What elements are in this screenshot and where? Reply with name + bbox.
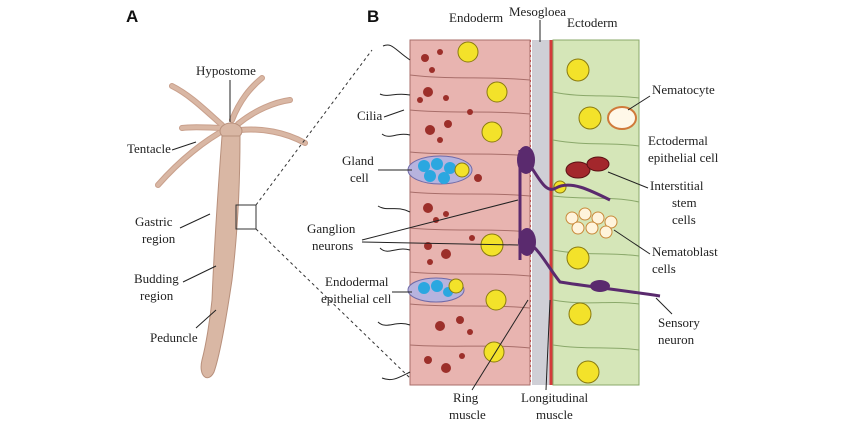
endoderm-cell-borders [409, 74, 531, 349]
label-peduncle: Peduncle [150, 330, 198, 345]
label-endo-epi-2: epithelial cell [321, 291, 392, 306]
label-interstitial-1: Interstitial [650, 178, 704, 193]
label-budding-1: Budding [134, 271, 179, 286]
label-nematoblast-1: Nematoblast [652, 244, 718, 259]
label-ecto-epi-2: epithelial cell [648, 150, 719, 165]
label-interstitial-2: stem [672, 195, 697, 210]
label-longitudinal-2: muscle [536, 407, 573, 422]
panel-b-letter: B [367, 7, 379, 26]
hydra-body-column [200, 135, 241, 379]
label-ganglion-1: Ganglion [307, 221, 356, 236]
zoom-region-box [235, 204, 257, 230]
label-longitudinal-1: Longitudinal [521, 390, 589, 405]
label-gastric-2: region [142, 231, 176, 246]
endoderm-granules [417, 49, 482, 373]
label-cilia: Cilia [357, 108, 383, 123]
ectoderm-cell-borders [552, 91, 640, 351]
label-ectoderm: Ectoderm [567, 15, 618, 30]
interstitial-stem-cells [565, 156, 610, 179]
label-gastric-1: Gastric [135, 214, 173, 229]
panel-a: A Hypostome Tentacle Gastric [126, 7, 411, 379]
label-nematocyte: Nematocyte [652, 82, 715, 97]
label-endoderm: Endoderm [449, 10, 503, 25]
label-ring-1: Ring [453, 390, 479, 405]
label-endo-epi-1: Endodermal [325, 274, 389, 289]
label-sensory-2: neuron [658, 332, 695, 347]
panel-b: B [307, 4, 719, 422]
label-sensory-1: Sensory [658, 315, 700, 330]
label-tentacle: Tentacle [127, 141, 171, 156]
label-gland-1: Gland [342, 153, 374, 168]
ganglion-bodies [517, 146, 610, 292]
mesogloea-layer [532, 40, 550, 385]
label-hypostome: Hypostome [196, 63, 256, 78]
label-ganglion-2: neurons [312, 238, 353, 253]
cilia-strands [377, 44, 411, 381]
nematoblast-cluster [565, 207, 618, 239]
label-ring-2: muscle [449, 407, 486, 422]
label-nematoblast-2: cells [652, 261, 676, 276]
label-mesogloea: Mesogloea [509, 4, 566, 19]
zoom-line-top [255, 49, 373, 206]
label-gland-2: cell [350, 170, 369, 185]
label-budding-2: region [140, 288, 174, 303]
gland-vesicles-upper [418, 158, 456, 184]
label-interstitial-3: cells [672, 212, 696, 227]
panel-a-letter: A [126, 7, 138, 26]
nematocyte-shape [607, 106, 637, 130]
label-ecto-epi-1: Ectodermal [648, 133, 708, 148]
endoderm-nuclei [448, 41, 536, 363]
